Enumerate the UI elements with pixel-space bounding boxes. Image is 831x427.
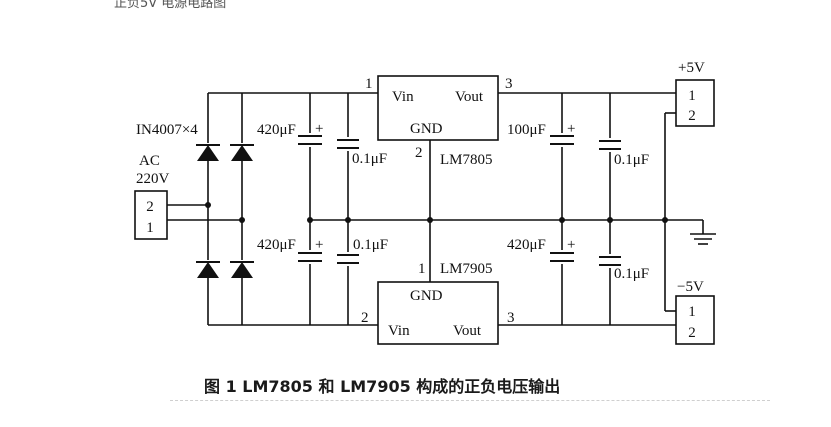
cap-bottom-left-large-label: 420μF — [257, 237, 296, 253]
output-positive-connector: 1 2 — [675, 79, 715, 127]
cap-bottom-right-large-label: 420μF — [507, 237, 546, 253]
regulator-lm7905: GND Vin Vout — [377, 281, 499, 345]
lm7905-name: LM7905 — [440, 261, 493, 277]
lm7905-gnd: GND — [410, 288, 443, 304]
figure-caption: 图 1 LM7805 和 LM7905 构成的正负电压输出 — [204, 377, 560, 396]
lm7805-pin-out: 3 — [505, 76, 513, 92]
input-pin-2: 2 — [146, 199, 154, 215]
capacitor-icon — [599, 254, 621, 268]
cap-top-right-large-label: 100μF — [507, 122, 546, 138]
lm7905-pin-in: 2 — [361, 310, 369, 326]
lm7905-pin-out: 3 — [507, 310, 515, 326]
diode-icon — [230, 143, 254, 161]
lm7805-name: LM7805 — [440, 152, 493, 168]
ac-input-connector: 2 1 — [134, 190, 168, 240]
cap-top-left-large-label: 420μF — [257, 122, 296, 138]
junction-dots — [205, 202, 668, 223]
lm7905-pin-gnd: 1 — [418, 261, 426, 277]
out-pos-pin-2: 2 — [688, 108, 696, 124]
lm7805-pin-gnd: 2 — [415, 145, 423, 161]
lm7905-vout: Vout — [453, 323, 482, 339]
cap-bottom-left-plus: + — [315, 237, 323, 253]
cap-top-left-plus: + — [315, 121, 323, 137]
diode-icon — [196, 143, 220, 161]
capacitors — [298, 133, 621, 268]
cap-top-right-small-label: 0.1μF — [614, 152, 649, 168]
lm7805-vout: Vout — [455, 89, 484, 105]
cap-bottom-right-small-label: 0.1μF — [614, 266, 649, 282]
input-pin-1: 1 — [146, 220, 154, 236]
electrolytic-capacitor-icon — [550, 250, 574, 264]
output-negative-connector: 1 2 — [675, 295, 715, 345]
bridge-diodes — [196, 143, 254, 278]
diode-icon — [196, 260, 220, 278]
voltage-label: 220V — [136, 171, 170, 187]
out-neg-pin-1: 1 — [688, 304, 696, 320]
cropped-header: 正负5V 电源电路图 — [0, 0, 831, 14]
lm7805-vin: Vin — [392, 89, 414, 105]
out-neg-pin-2: 2 — [688, 325, 696, 341]
lm7905-vin: Vin — [388, 323, 410, 339]
regulator-lm7805: Vin Vout GND — [377, 75, 499, 141]
cap-top-right-plus: + — [567, 121, 575, 137]
lm7805-pin-in: 1 — [365, 76, 373, 92]
cap-top-left-small-label: 0.1μF — [352, 151, 387, 167]
capacitor-icon — [337, 137, 359, 151]
electrolytic-capacitor-icon — [550, 133, 574, 147]
capacitor-icon — [599, 138, 621, 152]
cap-bottom-left-small-label: 0.1μF — [353, 237, 388, 253]
wiring — [167, 92, 716, 326]
electrolytic-capacitor-icon — [298, 133, 322, 147]
out-neg-label: −5V — [677, 279, 704, 295]
cap-bottom-right-plus: + — [567, 237, 575, 253]
electrolytic-capacitor-icon — [298, 250, 322, 264]
out-pos-label: +5V — [678, 60, 705, 76]
lm7805-gnd: GND — [410, 121, 443, 137]
diode-icon — [230, 260, 254, 278]
capacitor-icon — [337, 252, 359, 266]
diode-label: IN4007×4 — [136, 122, 198, 138]
out-pos-pin-1: 1 — [688, 88, 696, 104]
cropped-header-text: 正负5V 电源电路图 — [114, 0, 227, 11]
ac-label: AC — [139, 153, 160, 169]
caption-divider — [170, 400, 770, 401]
